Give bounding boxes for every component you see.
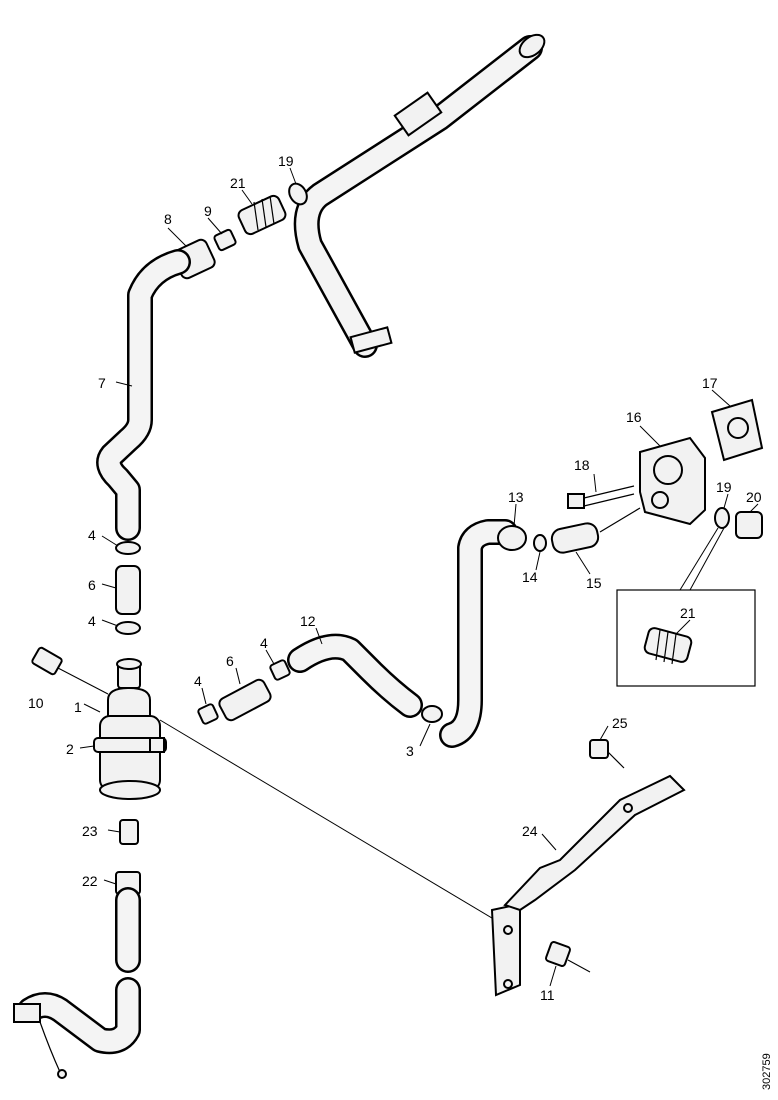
clamp-4-b <box>115 621 141 635</box>
inset-frame <box>616 589 756 687</box>
inset-leader-left <box>679 527 719 591</box>
fuel-filter <box>93 658 167 800</box>
inset-leader-right <box>689 527 725 591</box>
callout-17: 17 <box>702 375 718 391</box>
clamp-3 <box>421 705 443 723</box>
callout-4-a: 4 <box>88 527 96 543</box>
fitting-13 <box>497 525 527 551</box>
bracket-24 <box>490 774 686 997</box>
nut-11 <box>545 941 591 973</box>
seal-ring-19-lower <box>714 507 730 529</box>
clamp-4-d <box>269 659 291 681</box>
callout-8: 8 <box>164 211 172 227</box>
callout-20: 20 <box>746 489 762 505</box>
callout-4-b: 4 <box>88 613 96 629</box>
fitting-23 <box>119 819 139 845</box>
callout-11: 11 <box>540 987 555 1003</box>
gasket-17 <box>710 398 764 462</box>
clamp-4-a <box>115 541 141 555</box>
washer-14 <box>533 534 547 552</box>
callout-13: 13 <box>508 489 524 505</box>
drain-hose <box>13 887 141 1079</box>
housing-16 <box>639 436 706 526</box>
seal-ring-19-upper <box>288 182 308 206</box>
plug-20 <box>735 511 763 539</box>
callout-21-upper: 21 <box>230 175 246 191</box>
fitting-21-inset <box>643 627 693 665</box>
leader-lines <box>79 167 759 987</box>
callout-2: 2 <box>66 741 74 757</box>
callout-15: 15 <box>586 575 602 591</box>
callout-24: 24 <box>522 823 538 839</box>
callout-19-lower: 19 <box>716 479 732 495</box>
callout-4-c: 4 <box>194 673 202 689</box>
clamp-4-c <box>197 703 219 725</box>
callout-9: 9 <box>204 203 212 219</box>
callout-16: 16 <box>626 409 642 425</box>
hose-12 <box>287 633 423 718</box>
callout-7: 7 <box>98 375 106 391</box>
callout-3: 3 <box>406 743 414 759</box>
nut-9 <box>213 228 237 252</box>
hose-6-vertical <box>115 565 141 615</box>
callout-14: 14 <box>522 569 538 585</box>
pipe-15-16 <box>599 507 641 533</box>
fitting-21-upper <box>237 194 287 236</box>
callout-labels: 7 4 6 4 10 1 2 23 22 4 6 4 12 3 8 9 21 1… <box>28 153 762 1003</box>
callout-19-upper: 19 <box>278 153 294 169</box>
pipe-to-13 <box>439 519 518 748</box>
callout-22: 22 <box>82 873 98 889</box>
callout-4-d: 4 <box>260 635 268 651</box>
bolt-18 <box>567 485 635 509</box>
banjo-bolt-10 <box>31 646 109 695</box>
elbow-15 <box>550 522 600 554</box>
filler-tube <box>293 33 546 358</box>
callout-18: 18 <box>574 457 590 473</box>
callout-21-inset: 21 <box>680 605 696 621</box>
callout-1: 1 <box>74 699 82 715</box>
callout-25: 25 <box>612 715 628 731</box>
callout-10: 10 <box>28 695 44 711</box>
hose-7 <box>96 249 191 541</box>
callout-6-a: 6 <box>88 577 96 593</box>
callout-23: 23 <box>82 823 98 839</box>
bolt-25 <box>589 739 625 769</box>
hose-6-horizontal <box>218 678 272 722</box>
leader-filter-bracket <box>159 719 513 931</box>
drawing-id: 302759 <box>761 1053 773 1090</box>
callout-12: 12 <box>300 613 316 629</box>
callout-6-b: 6 <box>226 653 234 669</box>
